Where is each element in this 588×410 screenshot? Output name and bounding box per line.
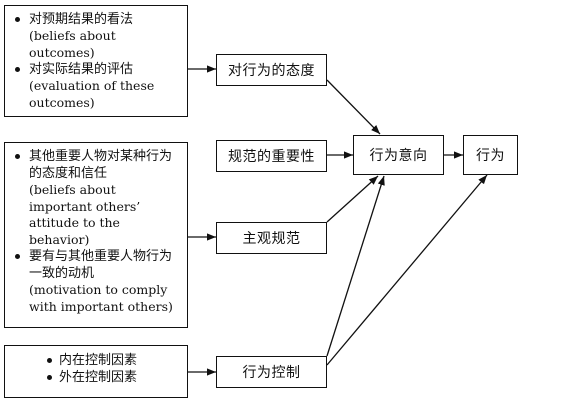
important-others-box: 其他重要人物对某种行为的态度和信任 (beliefs about importa… [4, 142, 188, 328]
intention-box: 行为意向 [353, 135, 444, 175]
control-item-cn: 内在控制因素 [59, 353, 138, 368]
others-item: 其他重要人物对某种行为的态度和信任 (beliefs about importa… [13, 148, 181, 248]
outcomes-beliefs-box: 对预期结果的看法 (beliefs about outcomes) 对实际结果的… [4, 5, 188, 117]
others-item-cn: 要有与其他重要人物行为一致的动机 [29, 249, 173, 281]
control-list: 内在控制因素 外在控制因素 [45, 352, 179, 386]
others-item-en: (beliefs about important others’ attitud… [29, 182, 141, 247]
control-item: 内在控制因素 [45, 352, 179, 369]
others-item-en: (motivation to comply with important oth… [29, 282, 173, 314]
outcomes-item-cn: 对实际结果的评估 [29, 62, 134, 77]
others-item: 要有与其他重要人物行为一致的动机 (motivation to comply w… [13, 248, 181, 315]
behavior-control-box: 行为控制 [216, 356, 327, 388]
outcomes-item-cn: 对预期结果的看法 [29, 12, 134, 27]
arrow-behavior-control-to-intention [326, 175, 385, 357]
outcomes-list: 对预期结果的看法 (beliefs about outcomes) 对实际结果的… [13, 11, 181, 111]
arrow-attitude-to-intention [326, 79, 381, 135]
others-item-cn: 其他重要人物对某种行为的态度和信任 [29, 149, 173, 181]
attitude-box: 对行为的态度 [216, 54, 327, 86]
outcomes-item-en: (beliefs about outcomes) [29, 28, 116, 60]
subjective-norm-box: 主观规范 [216, 222, 327, 254]
behavior-box: 行为 [463, 135, 518, 175]
others-list: 其他重要人物对某种行为的态度和信任 (beliefs about importa… [13, 148, 181, 315]
control-item: 外在控制因素 [45, 369, 179, 386]
arrow-behavior-control-to-behavior [326, 174, 488, 366]
control-item-cn: 外在控制因素 [59, 370, 138, 385]
arrow-subjective-norm-to-intention [326, 175, 379, 223]
outcomes-item: 对预期结果的看法 (beliefs about outcomes) [13, 11, 181, 61]
outcomes-item: 对实际结果的评估 (evaluation of these outcomes) [13, 61, 181, 111]
outcomes-item-en: (evaluation of these outcomes) [29, 78, 155, 110]
control-factors-box: 内在控制因素 外在控制因素 [4, 345, 188, 398]
norm-importance-box: 规范的重要性 [216, 140, 327, 172]
